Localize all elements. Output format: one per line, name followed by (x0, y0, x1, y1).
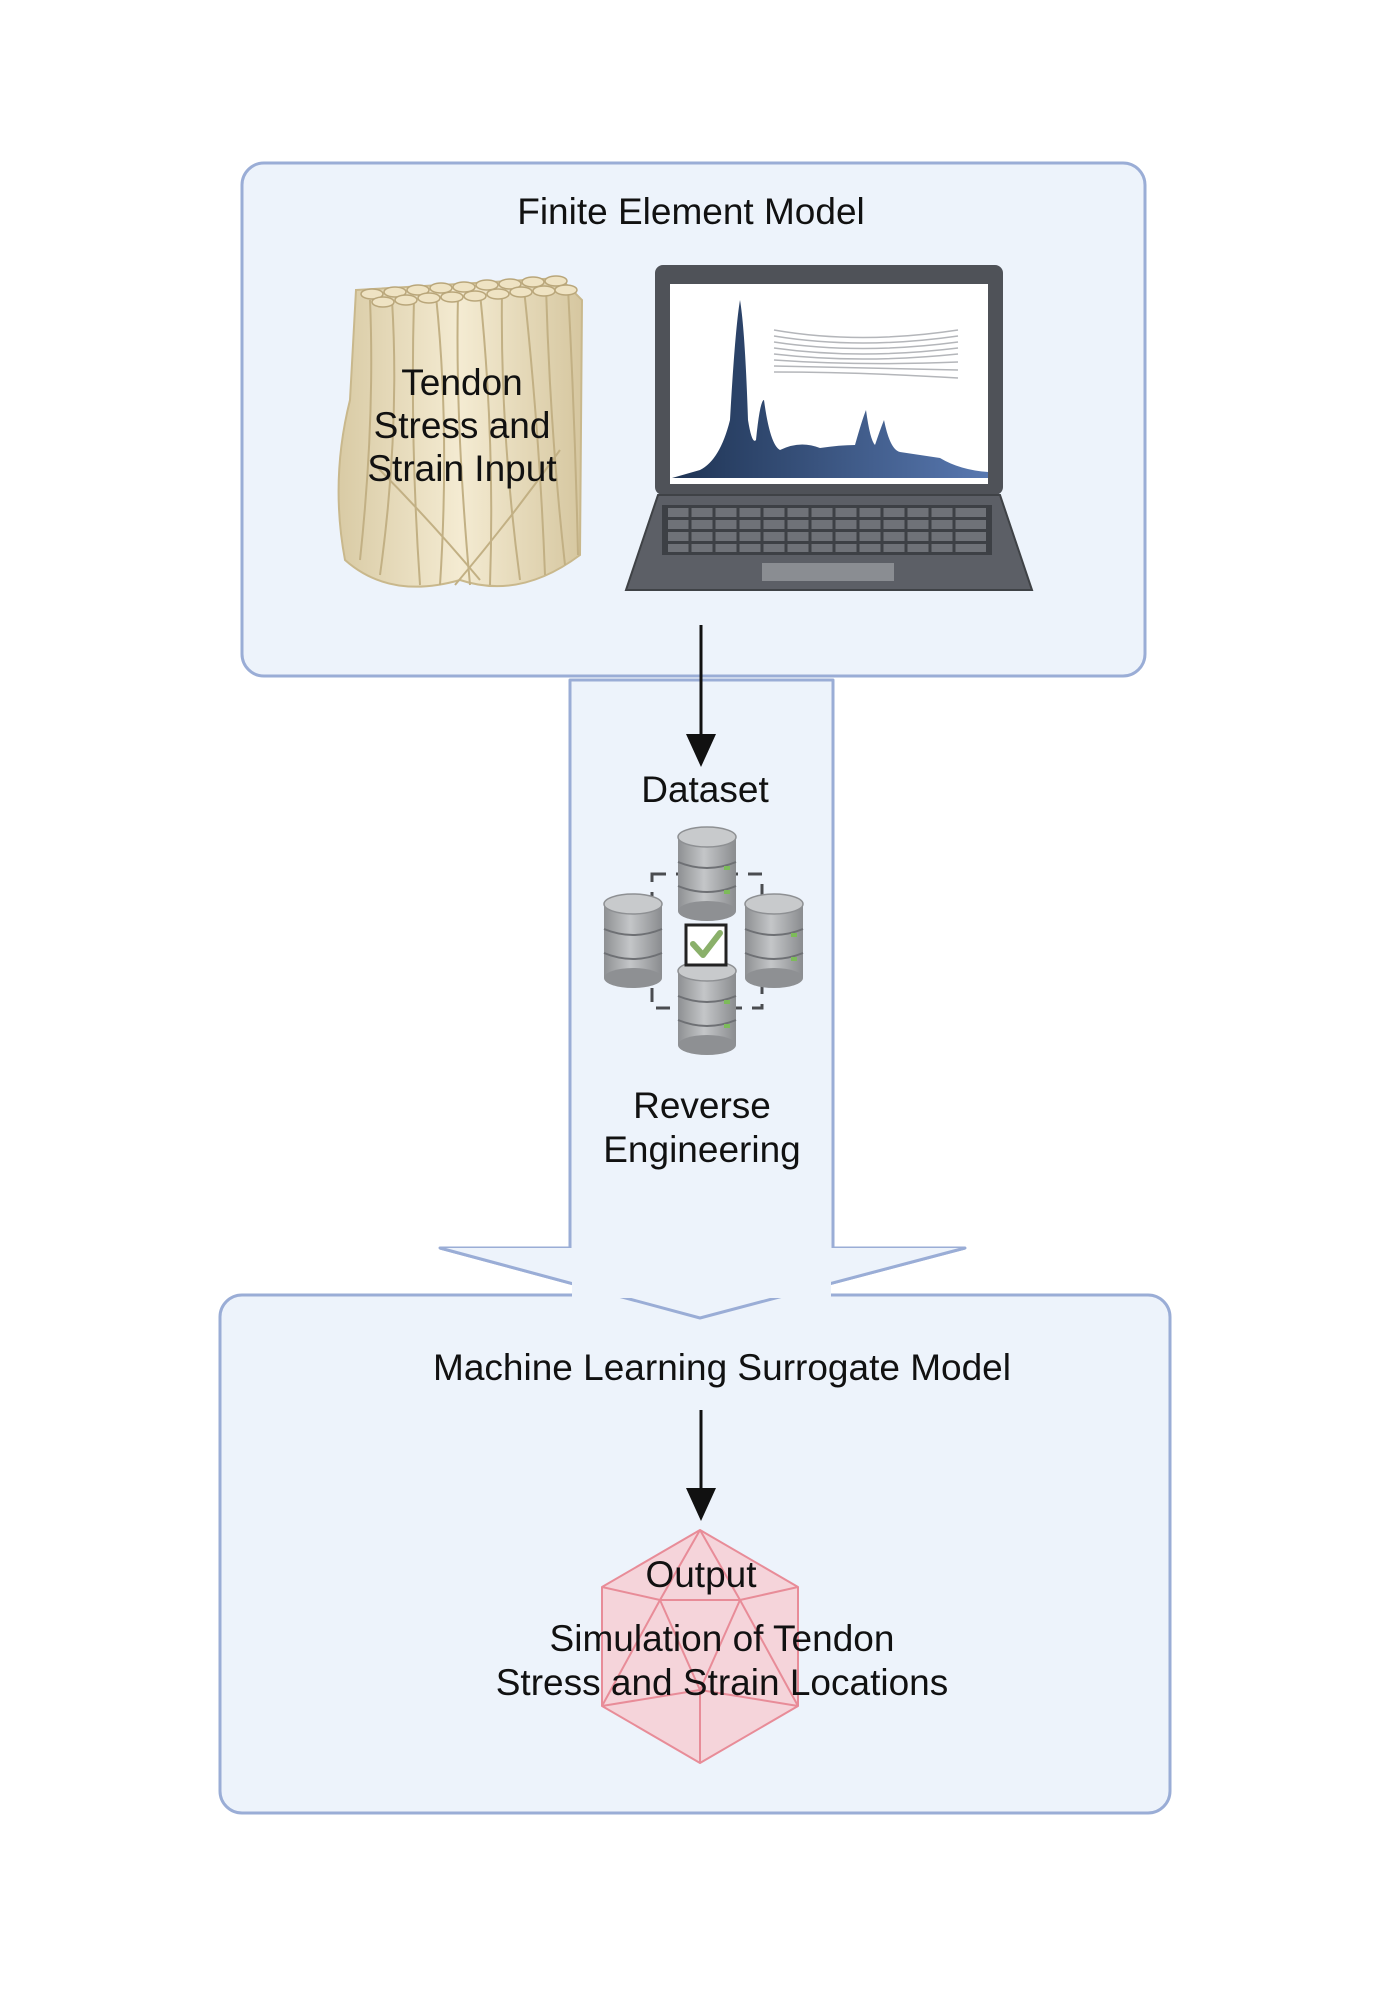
database-icon (677, 960, 737, 1055)
output-label: Output (645, 1554, 757, 1595)
finite-element-title: Finite Element Model (517, 191, 865, 232)
simulation-label-line-1: Simulation of Tendon (550, 1618, 895, 1659)
database-icon (603, 893, 663, 988)
simulation-label-line-2: Stress and Strain Locations (496, 1662, 948, 1703)
tendon-label-line-3: Strain Input (367, 448, 557, 489)
spectrum-chart-icon (672, 300, 988, 478)
laptop-icon (624, 265, 1034, 591)
database-cluster (603, 826, 804, 1055)
tendon-label-line-2: Stress and (374, 405, 551, 446)
checkbox-icon (684, 923, 728, 967)
reverse-engineering-line-2: Engineering (603, 1129, 800, 1170)
database-icon (677, 826, 737, 921)
tendon-label-line-1: Tendon (401, 362, 522, 403)
reverse-engineering-line-1: Reverse (633, 1085, 771, 1126)
database-icon (744, 893, 804, 988)
dataset-label: Dataset (641, 769, 769, 810)
tendon-fiber-icon: Tendon Stress and Strain Input (337, 275, 584, 588)
icosahedron-icon (601, 1529, 799, 1764)
surrogate-model-title: Machine Learning Surrogate Model (433, 1347, 1011, 1388)
finite-element-panel: Finite Element Model (240, 161, 1147, 678)
